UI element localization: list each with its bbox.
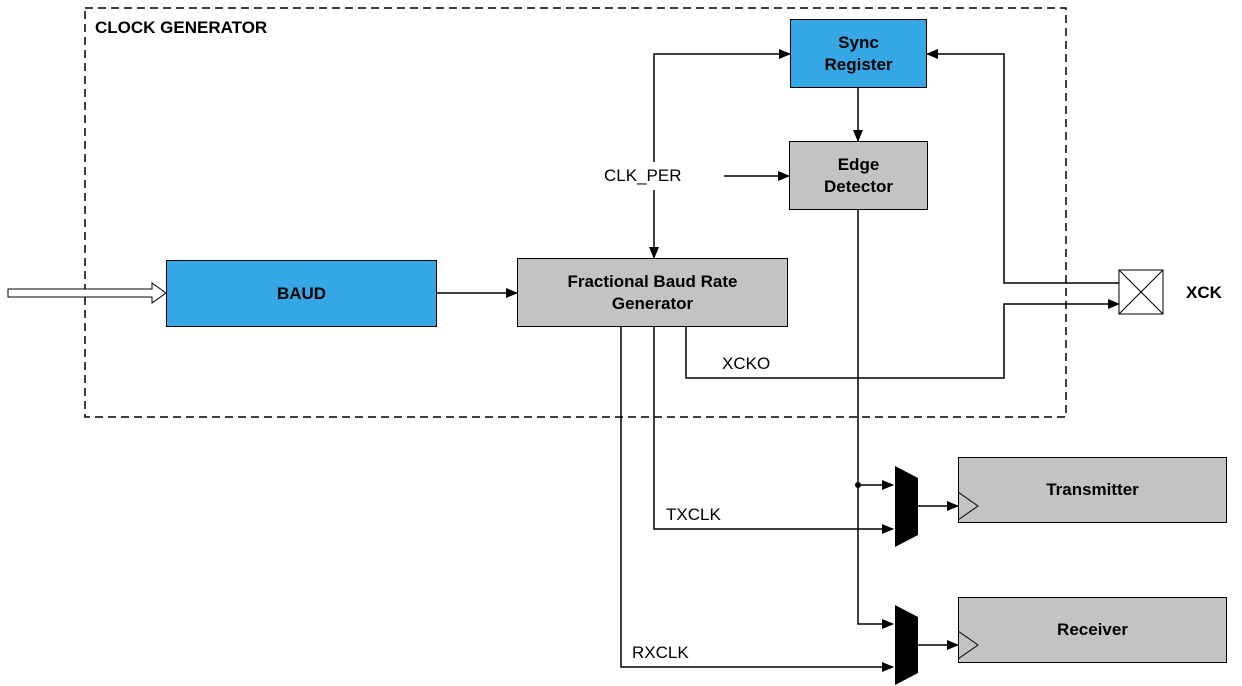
- baud-block: BAUD: [166, 260, 437, 327]
- receiver-label: Receiver: [1057, 620, 1128, 639]
- sync-register-block: Sync Register: [790, 19, 927, 88]
- clk-per-label: CLK_PER: [602, 166, 684, 186]
- xck-to-sync-line: [926, 49, 1119, 284]
- xck-pin-cross-2: [1118, 269, 1164, 315]
- clock-generator-boundary: [84, 7, 1067, 418]
- edge-junction-dot: [855, 482, 861, 488]
- baud-label: BAUD: [276, 283, 327, 303]
- receiver-block: Receiver: [958, 597, 1227, 663]
- edge-detector-block: Edge Detector: [789, 141, 928, 210]
- receiver-clock-triangle: [958, 630, 979, 660]
- transmitter-label: Transmitter: [1046, 480, 1139, 499]
- fbrg-block: Fractional Baud Rate Generator: [517, 258, 788, 327]
- txclk-label: TXCLK: [666, 505, 721, 524]
- xcko-label: XCKO: [722, 354, 771, 373]
- xck-label: XCK: [1186, 283, 1222, 302]
- edge-detector-label: Edge Detector: [824, 154, 893, 196]
- sync-register-label: Sync Register: [824, 32, 893, 74]
- rxclk-line: [620, 327, 894, 672]
- tx-mux: [895, 466, 918, 547]
- fbrg-label: Fractional Baud Rate Generator: [567, 271, 738, 313]
- transmitter-clock-triangle: [958, 491, 979, 521]
- edge-to-rx-mux-line: [857, 210, 894, 629]
- txclk-line: [653, 327, 894, 534]
- rx-mux: [895, 605, 918, 685]
- clk-per-to-sync-line: [653, 49, 791, 162]
- clock-generator-title: CLOCK GENERATOR: [95, 18, 268, 37]
- baud-input-arrow: [7, 282, 167, 304]
- xcko-line: [685, 299, 1120, 379]
- transmitter-block: Transmitter: [958, 457, 1227, 523]
- rxclk-label: RXCLK: [632, 643, 689, 662]
